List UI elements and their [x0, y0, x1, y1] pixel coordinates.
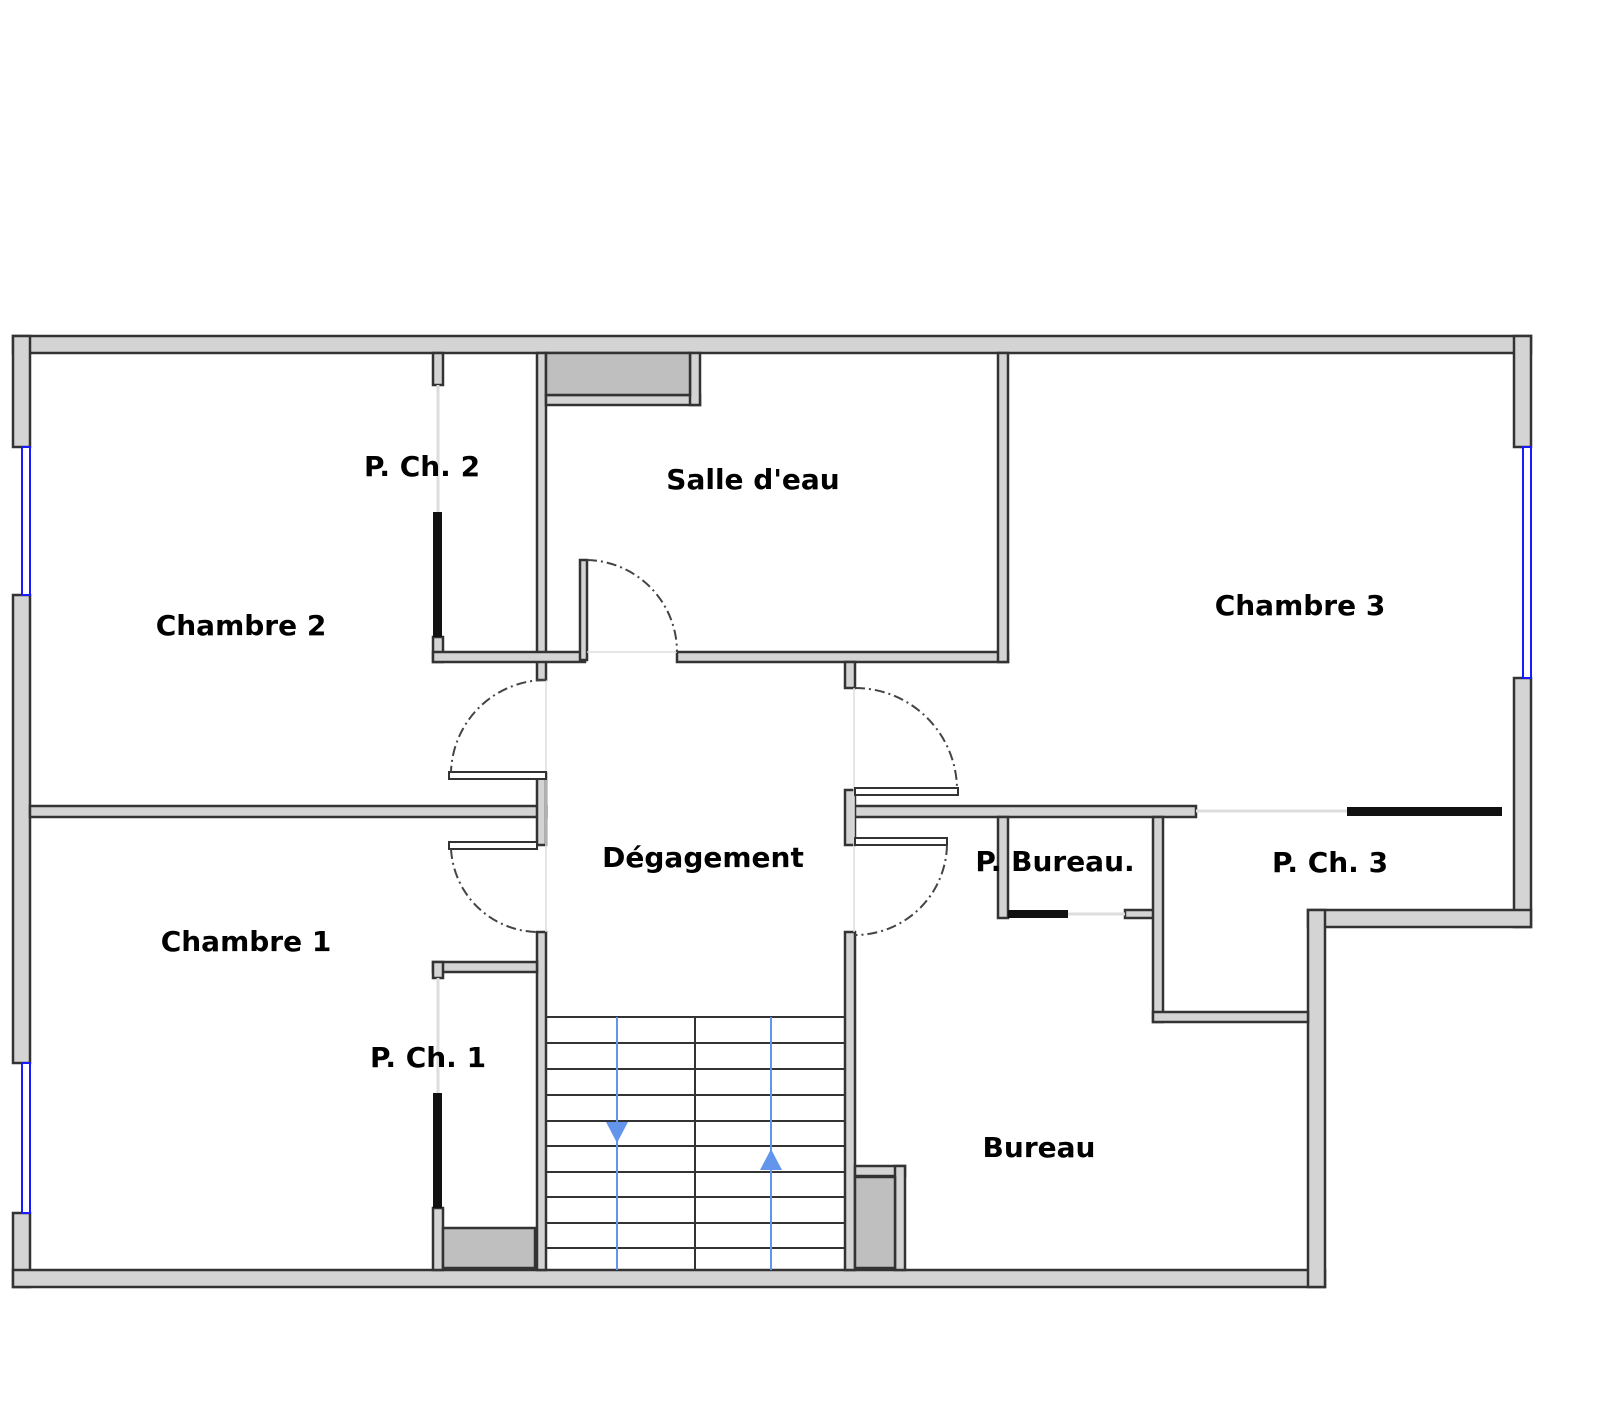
interior-walls [28, 351, 1310, 1272]
closet-sliding-doors [433, 385, 1502, 1208]
window-chambre-3 [1522, 446, 1532, 679]
cupboard-salle-deau [544, 351, 692, 397]
label-p-ch-2: P. Ch. 2 [364, 450, 480, 483]
door-swing-chambre-1 [450, 848, 538, 933]
arrow-up-icon [760, 1149, 782, 1170]
door-leaf-bureau [854, 837, 948, 846]
label-bureau: Bureau [983, 1131, 1096, 1164]
label-p-bureau: P. Bureau. [975, 845, 1134, 878]
window-chambre-1 [21, 1062, 31, 1214]
door-swing-salle-deau [586, 559, 678, 653]
window-chambre-2 [21, 446, 31, 596]
door-leaf-chambre-2 [448, 771, 547, 780]
cupboards [441, 351, 897, 1270]
cupboard-bureau [853, 1175, 897, 1270]
label-degagement: Dégagement [602, 841, 804, 874]
label-p-ch-1: P. Ch. 1 [370, 1041, 486, 1074]
label-salle-deau: Salle d'eau [666, 463, 839, 496]
staircase [546, 1016, 845, 1270]
doors [448, 559, 959, 936]
door-swing-chambre-2 [450, 679, 547, 773]
cupboard-p-ch-1 [441, 1226, 537, 1270]
label-chambre-1: Chambre 1 [161, 925, 332, 958]
label-chambre-3: Chambre 3 [1215, 589, 1386, 622]
door-swing-bureau [854, 844, 948, 936]
door-leaf-chambre-3 [854, 787, 959, 796]
label-p-ch-3: P. Ch. 3 [1272, 846, 1388, 879]
door-leaf-chambre-1 [448, 841, 538, 850]
room-labels: Salle d'eau P. Ch. 2 Chambre 2 Chambre 3… [156, 450, 1388, 1164]
exterior-walls [11, 334, 1533, 1289]
arrow-down-icon [606, 1122, 628, 1143]
windows [21, 446, 1532, 1214]
label-chambre-2: Chambre 2 [156, 609, 327, 642]
door-swing-chambre-3 [854, 687, 958, 789]
